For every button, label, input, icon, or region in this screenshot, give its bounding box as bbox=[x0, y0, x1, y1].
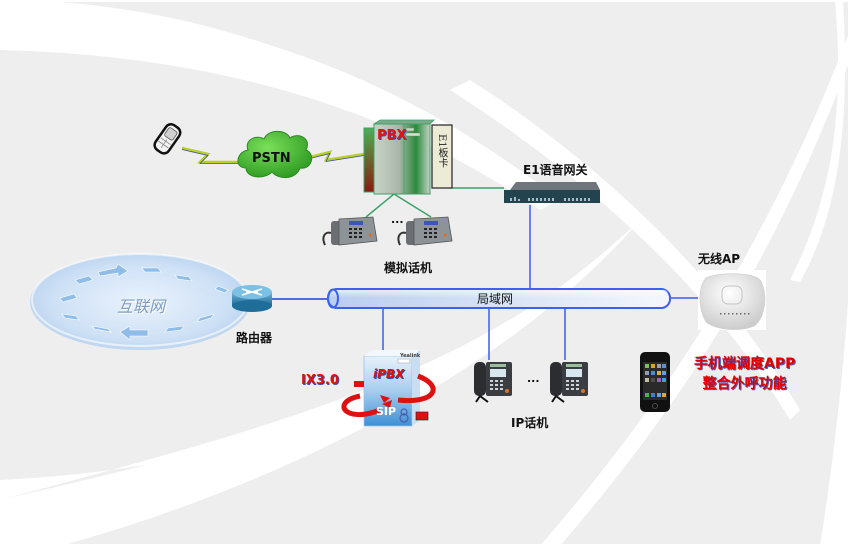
ip-phone-icon bbox=[474, 362, 512, 403]
desk-phone-icon bbox=[322, 216, 378, 246]
cloud-icon bbox=[237, 130, 313, 178]
link-pstn-pbx bbox=[305, 150, 365, 162]
internet-label: 互联网 bbox=[117, 297, 166, 316]
e1-card-label: E1板卡 bbox=[436, 134, 447, 168]
e1-gateway-label: E1语音网关 bbox=[523, 163, 588, 177]
app-note: 手机端调度APP 整合外呼功能 bbox=[694, 354, 795, 394]
lan-label: 局域网 bbox=[477, 292, 514, 306]
smartphone-icon bbox=[640, 352, 670, 412]
link-pbx-phone1 bbox=[365, 193, 395, 218]
mobile-phone-icon bbox=[153, 123, 182, 155]
ipbx-box-icon bbox=[341, 350, 436, 427]
pstn-label: PSTN bbox=[252, 151, 291, 166]
ipbx-sip-label: SIP bbox=[376, 405, 397, 418]
server-cabinet-icon bbox=[363, 119, 435, 195]
ipbx-brand-label: Yealink bbox=[400, 353, 421, 359]
wireless-ap-icon bbox=[698, 270, 766, 330]
link-pbx-phone2 bbox=[393, 193, 432, 218]
wireless-ap-label: 无线AP bbox=[698, 252, 741, 266]
app-note-line1: 手机端调度APP bbox=[694, 356, 796, 372]
ip-phones-ellipsis: ... bbox=[527, 372, 540, 385]
router-label: 路由器 bbox=[236, 331, 273, 345]
ip-phones-label: IP话机 bbox=[511, 416, 549, 430]
ipbx-label: iPBX bbox=[373, 367, 405, 381]
card-icon bbox=[431, 124, 453, 189]
analog-phones-label: 模拟话机 bbox=[384, 261, 433, 275]
analog-phones-ellipsis: ... bbox=[391, 213, 404, 226]
app-note-line2: 整合外呼功能 bbox=[702, 376, 787, 392]
gateway-switch-icon bbox=[504, 182, 600, 203]
link-mobile-pstn bbox=[181, 146, 238, 164]
router-icon bbox=[232, 285, 272, 312]
ipbx-version-label: IX3.0 bbox=[301, 373, 339, 388]
pbx-label: PBX bbox=[377, 128, 407, 143]
lan-bus-icon bbox=[327, 288, 671, 309]
ip-phone-icon bbox=[550, 362, 588, 403]
desk-phone-icon bbox=[397, 216, 453, 246]
internet-ring-icon bbox=[30, 253, 250, 350]
